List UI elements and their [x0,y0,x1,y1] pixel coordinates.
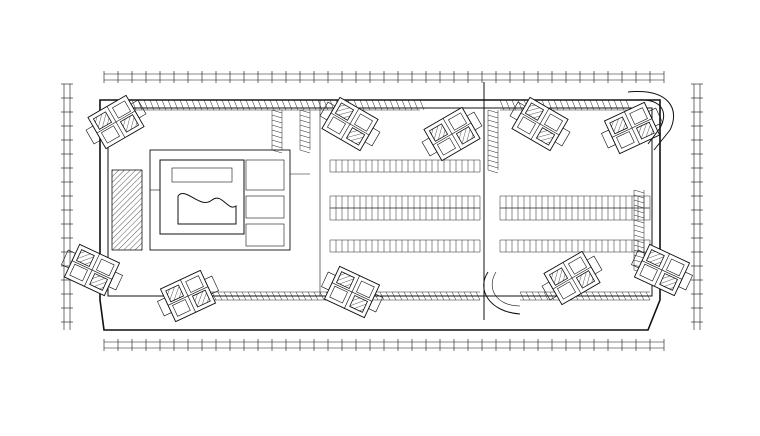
clubhouse-block [111,149,310,251]
tower-footprint [321,265,383,319]
stall-column [487,109,499,174]
tower-footprint [631,243,693,297]
tower-footprint [85,94,147,150]
tower-footprint [421,106,483,162]
stall-row [329,207,481,221]
stall-row [329,159,481,173]
stall-row [329,239,481,253]
stall-row [499,99,631,111]
stall-column [271,109,283,154]
ramp [483,91,675,315]
tower-footprint [601,101,663,155]
tower-footprint [61,243,123,297]
garage-perimeter [99,99,661,331]
stall-row [329,195,481,209]
tower-footprint [319,96,381,152]
stall-row [499,239,651,253]
building-footprints [61,94,693,323]
stall-column [299,109,311,154]
stall-row [499,195,651,209]
tower-footprint [157,269,219,323]
tower-footprint [541,250,603,306]
dimension-lines [61,71,703,351]
tower-footprint [509,96,571,152]
stall-column [633,189,645,274]
stall-row [499,207,651,221]
